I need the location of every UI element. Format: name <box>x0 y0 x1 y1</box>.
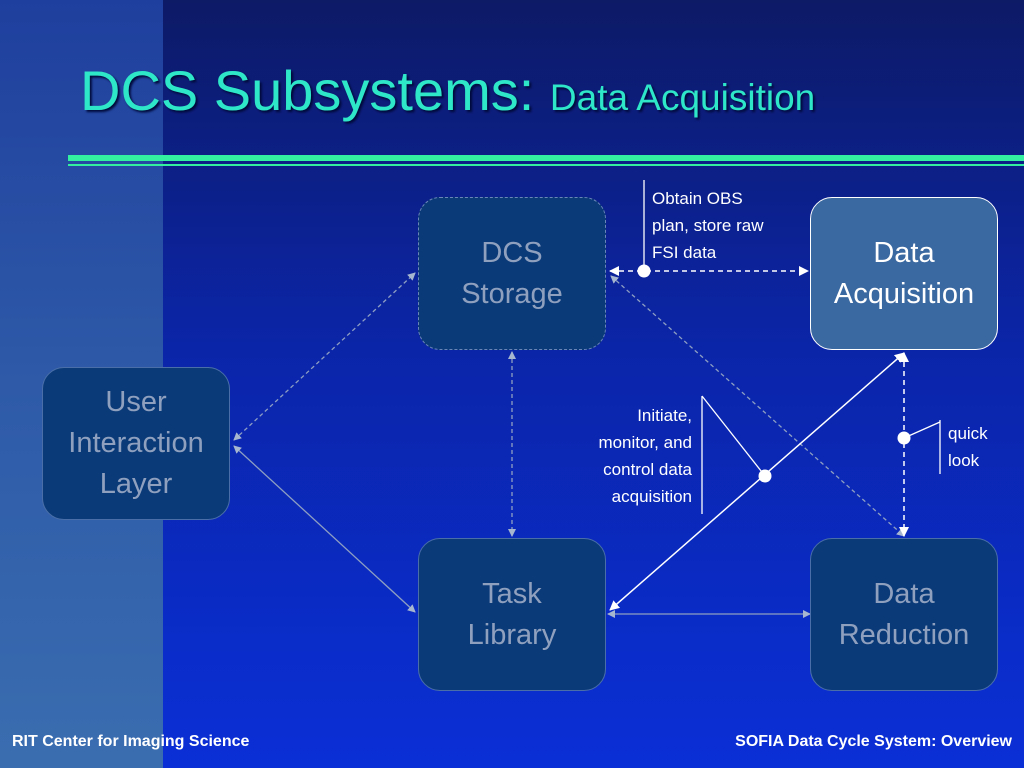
callout-initiate-leader <box>701 395 766 477</box>
callout-quicklook-dot <box>897 431 911 445</box>
slide-title: DCS Subsystems: Data Acquisition <box>80 58 815 123</box>
link-user-storage <box>233 272 416 441</box>
node-data-acquisition: Data Acquisition <box>810 197 998 350</box>
callout-initiate-dot <box>758 469 772 483</box>
annotation-obtain-obs: Obtain OBS plan, store raw FSI data <box>652 189 764 262</box>
title-rule-thin <box>68 164 1024 166</box>
footer-left: RIT Center for Imaging Science <box>12 733 250 750</box>
callout-quicklook-leader <box>903 421 941 439</box>
node-task-library: Task Library <box>418 538 606 691</box>
link-storage-reduction <box>610 275 905 537</box>
node-dcs-storage: DCS Storage <box>418 197 606 350</box>
annotation-quick-look: quick look <box>948 424 988 470</box>
title-sub: Data Acquisition <box>549 77 816 118</box>
link-task-acquisition <box>609 352 905 611</box>
title-main: DCS Subsystems: <box>80 59 550 122</box>
link-user-task <box>233 445 416 613</box>
node-user-interaction-layer: User Interaction Layer <box>42 367 230 520</box>
annotation-initiate: Initiate, monitor, and control data acqu… <box>598 406 692 506</box>
footer-right: SOFIA Data Cycle System: Overview <box>735 733 1012 750</box>
callout-obtain-dot <box>637 264 651 278</box>
title-rule-thick <box>68 155 1024 161</box>
node-data-reduction: Data Reduction <box>810 538 998 691</box>
